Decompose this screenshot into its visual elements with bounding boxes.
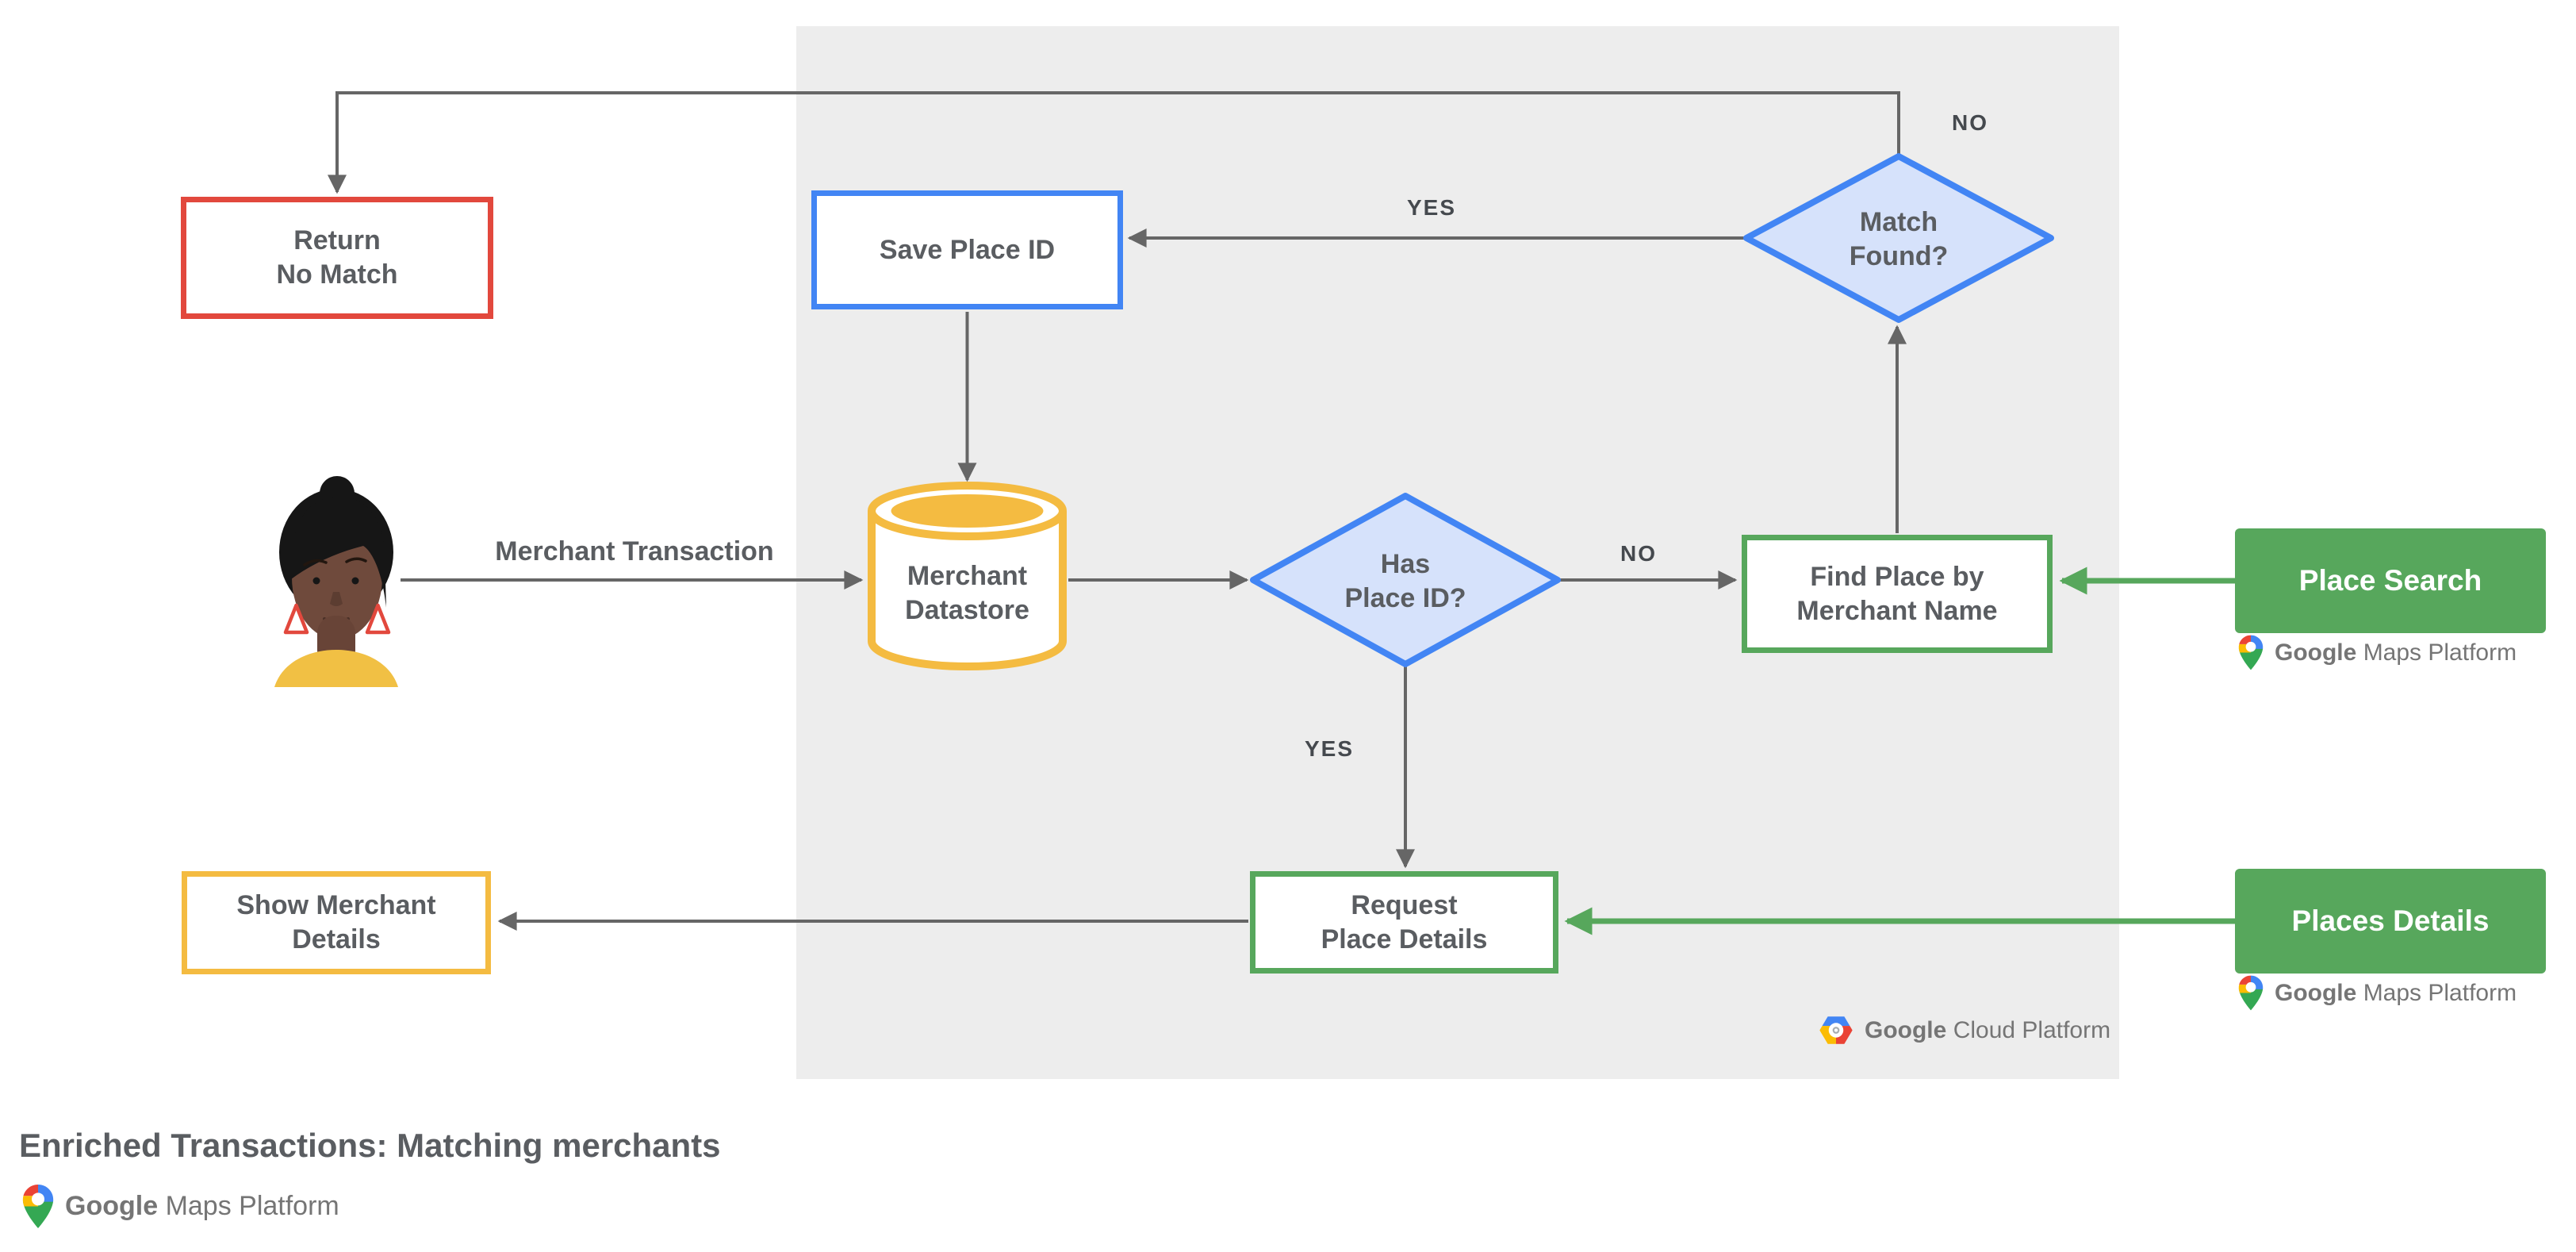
merchant-datastore-cylinder <box>868 482 1067 670</box>
maps-platform-wordmark: Maps Platform <box>165 1191 339 1221</box>
node-save-place-id-label: Save Place ID <box>879 234 1056 265</box>
places-details-label: Places Details <box>2291 904 2490 937</box>
api-box-place-search: Place Search <box>2235 528 2546 633</box>
node-return-no-match-label: Return No Match <box>276 225 398 290</box>
google-wordmark: Google <box>1865 1016 1947 1043</box>
maps-platform-wordmark: Maps Platform <box>2363 639 2517 666</box>
node-show-merchant-details-label: Show Merchant Details <box>236 890 436 954</box>
has-place-id-no-label: NO <box>1620 541 1657 566</box>
gmp-logo-text: Google Maps Platform <box>2275 980 2517 1007</box>
has-place-id-yes-label: YES <box>1304 736 1355 761</box>
node-request-place-details: Request Place Details <box>1250 871 1558 974</box>
decision-diamond-has-place-id <box>1250 493 1561 667</box>
gmp-logo-place-search: Google Maps Platform <box>2238 635 2517 670</box>
maps-platform-wordmark: Maps Platform <box>2363 979 2517 1006</box>
edge-match-found-no-to-return <box>328 91 1900 194</box>
node-request-place-details-label: Request Place Details <box>1321 889 1488 954</box>
node-find-place-label: Find Place by Merchant Name <box>1796 561 1998 626</box>
gmp-logo-text: Google Maps Platform <box>65 1191 339 1222</box>
merchant-datastore-label: Merchant Datastore <box>905 561 1029 625</box>
node-return-no-match: Return No Match <box>181 197 493 319</box>
diamond-match-found-label: Match Found? <box>1849 207 1949 271</box>
google-wordmark: Google <box>2275 979 2357 1006</box>
gcp-logo-text: Google Cloud Platform <box>1865 1017 2110 1044</box>
google-maps-pin-icon <box>22 1185 54 1228</box>
match-found-no-label: NO <box>1952 110 1988 135</box>
google-wordmark: Google <box>65 1191 159 1221</box>
match-found-yes-label: YES <box>1406 195 1457 220</box>
node-find-place-by-merchant-name: Find Place by Merchant Name <box>1742 535 2053 653</box>
gmp-logo-footer: Google Maps Platform <box>22 1184 339 1229</box>
google-wordmark: Google <box>2275 639 2357 666</box>
diamond-has-place-id-label: Has Place ID? <box>1344 549 1466 613</box>
place-search-label: Place Search <box>2298 564 2482 597</box>
node-save-place-id: Save Place ID <box>811 190 1123 309</box>
cloud-platform-wordmark: Cloud Platform <box>1953 1016 2111 1043</box>
node-show-merchant-details: Show Merchant Details <box>182 871 491 974</box>
gcp-logo: Google Cloud Platform <box>1819 1016 2110 1045</box>
api-box-places-details: Places Details <box>2235 869 2546 974</box>
google-maps-pin-icon <box>2238 975 2264 1011</box>
user-avatar <box>274 476 398 687</box>
gmp-logo-places-details: Google Maps Platform <box>2238 975 2517 1011</box>
merchant-datastore-label-wrap: Merchant Datastore <box>864 530 1070 657</box>
google-maps-pin-icon <box>2238 635 2264 670</box>
decision-diamond-match-found <box>1743 153 2054 323</box>
google-cloud-hexagon-icon <box>1819 1016 1853 1044</box>
merchant-transaction-label: Merchant Transaction <box>495 536 774 566</box>
gmp-logo-text: Google Maps Platform <box>2275 639 2517 666</box>
diagram-title: Enriched Transactions: Matching merchant… <box>19 1127 721 1164</box>
